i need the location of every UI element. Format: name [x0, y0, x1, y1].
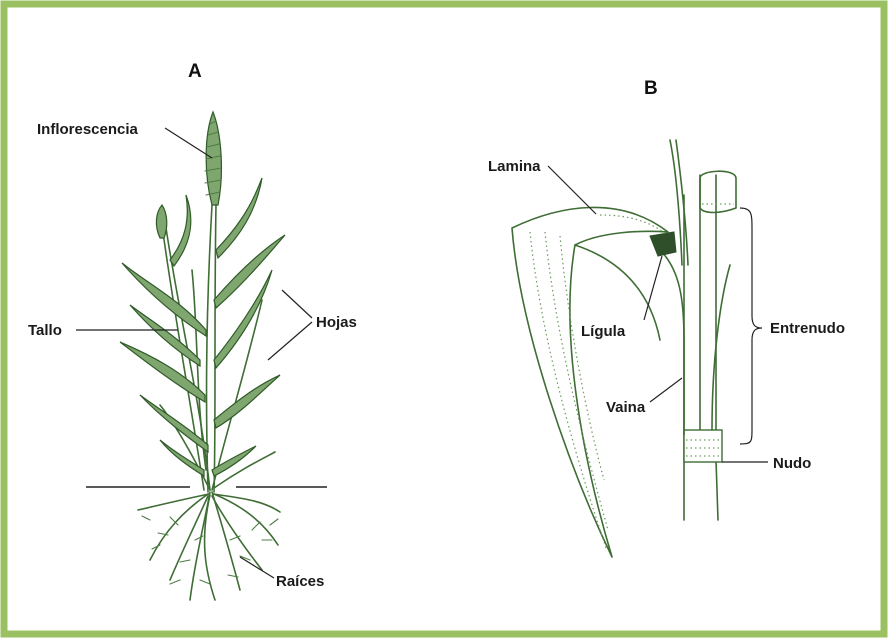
panel-b-title: B — [644, 78, 658, 99]
leader-ligule — [644, 256, 662, 320]
label-sheath: Vaina — [606, 399, 646, 416]
node-ring — [684, 430, 722, 462]
internode-brace — [740, 208, 762, 444]
sheath-edge-right — [712, 265, 730, 430]
label-roots: Raíces — [276, 573, 324, 590]
ligule-shape — [650, 232, 676, 256]
panel-a-plant — [86, 112, 327, 600]
sheath-edge — [660, 250, 684, 435]
culm — [684, 175, 718, 520]
leader-inflorescence — [165, 128, 212, 158]
label-leaves: Hojas — [316, 314, 357, 331]
leader-leaves-2 — [268, 322, 312, 360]
panel-a-title: A — [188, 61, 202, 82]
label-stem: Tallo — [28, 322, 62, 339]
leader-sheath — [650, 378, 682, 402]
label-internode: Entrenudo — [770, 320, 845, 337]
leader-blade — [548, 166, 596, 214]
label-node: Nudo — [773, 455, 811, 472]
panel-b-detail — [512, 140, 736, 557]
leader-roots — [240, 557, 274, 578]
culm-top — [700, 171, 736, 212]
label-ligule: Lígula — [581, 323, 626, 340]
label-blade: Lamina — [488, 158, 541, 175]
roots — [138, 492, 280, 600]
label-inflorescence: Inflorescencia — [37, 121, 139, 138]
leaf-blade — [512, 207, 668, 557]
leader-leaves-1 — [282, 290, 312, 318]
